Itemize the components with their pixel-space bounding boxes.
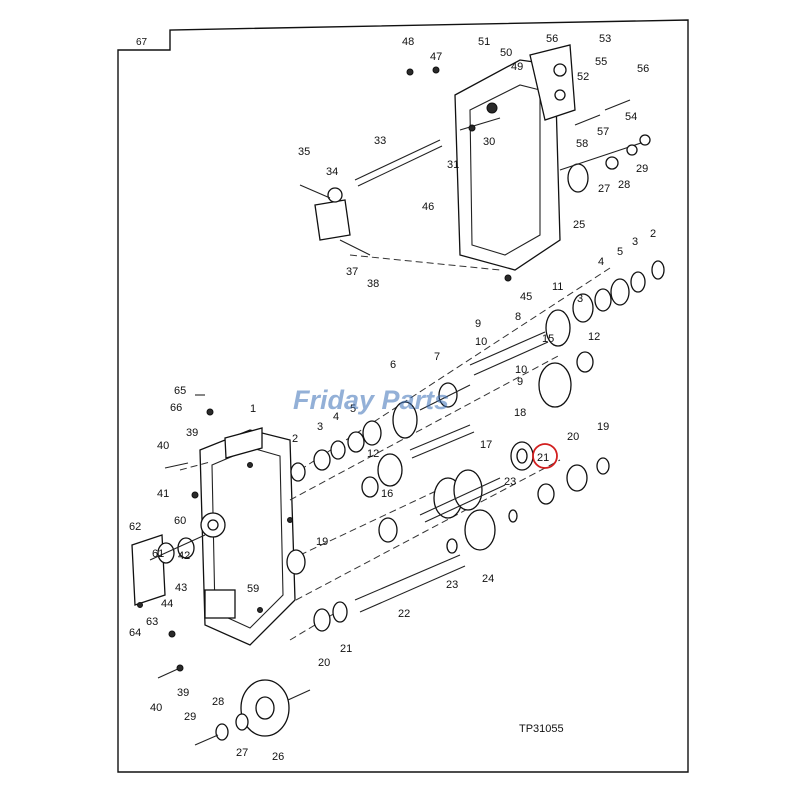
upper-housing <box>454 44 576 271</box>
callout-20-2: 20 <box>318 657 330 669</box>
callout-60: 60 <box>174 515 186 527</box>
callout-56-2: 56 <box>637 63 649 75</box>
callout-22: 22 <box>398 608 410 620</box>
callout-42: 42 <box>178 550 190 562</box>
side-bolts <box>137 66 512 679</box>
page-frame <box>117 19 689 773</box>
callout-44: 44 <box>161 598 173 610</box>
upper-shaft-group <box>299 139 443 256</box>
callout-5-2: 5 <box>617 246 623 258</box>
callout-28-2: 28 <box>212 696 224 708</box>
callout-2-2: 2 <box>650 228 656 240</box>
callout-15: 15 <box>542 333 554 345</box>
callout-12: 12 <box>588 331 600 343</box>
callout-39: 39 <box>186 427 198 439</box>
callout-27-2: 27 <box>236 747 248 759</box>
callout-43: 43 <box>175 582 187 594</box>
callout-24: 24 <box>482 573 494 585</box>
callout-3: 3 <box>317 421 323 433</box>
callout-26: 26 <box>272 751 284 763</box>
bottom-flange <box>194 679 311 746</box>
callout-38: 38 <box>367 278 379 290</box>
callout-7: 7 <box>434 351 440 363</box>
callout-50: 50 <box>500 47 512 59</box>
callout-64: 64 <box>129 627 141 639</box>
callout-34: 34 <box>326 166 338 178</box>
callout-19-2: 19 <box>316 536 328 548</box>
callout-29: 29 <box>636 163 648 175</box>
callout-29-2: 29 <box>184 711 196 723</box>
callout-25: 25 <box>573 219 585 231</box>
callout-40: 40 <box>157 440 169 452</box>
callout-9-2: 9 <box>517 376 523 388</box>
callout-27: 27 <box>598 183 610 195</box>
callout-5: 5 <box>350 403 356 415</box>
left-cover <box>131 534 206 606</box>
callout-65: 65 <box>174 385 186 397</box>
callout-35: 35 <box>298 146 310 158</box>
drawing-number: TP31055 <box>519 723 564 735</box>
callout-66: 66 <box>170 402 182 414</box>
callout-10: 10 <box>475 336 487 348</box>
callout-8: 8 <box>515 311 521 323</box>
callout-18: 18 <box>514 407 526 419</box>
callout-4: 4 <box>333 411 339 423</box>
callout-48: 48 <box>402 36 414 48</box>
callout-20: 20 <box>567 431 579 443</box>
watermark-text: Friday Parts <box>293 385 449 415</box>
callout-30: 30 <box>483 136 495 148</box>
cluster-shaft <box>378 441 610 543</box>
callout-labels: 1223334455678991010111212151617181919202… <box>129 33 656 763</box>
callout-52: 52 <box>577 71 589 83</box>
output-shaft <box>286 509 496 632</box>
callout-4-2: 4 <box>598 256 604 268</box>
callout-12-2: 12 <box>367 448 379 460</box>
callout-56: 56 <box>546 33 558 45</box>
callout-62: 62 <box>129 521 141 533</box>
page-ref-label: 67 <box>136 37 148 48</box>
callout-54: 54 <box>625 111 637 123</box>
callout-23-2: 23 <box>446 579 458 591</box>
case-side-gears <box>290 401 475 498</box>
callout-19: 19 <box>597 421 609 433</box>
upper-right-shaft <box>559 99 651 193</box>
callout-55: 55 <box>595 56 607 68</box>
main-gear-case <box>191 427 296 646</box>
callout-2: 2 <box>292 433 298 445</box>
callout-3-2: 3 <box>632 236 638 248</box>
callout-61: 61 <box>152 548 164 560</box>
callout-3-3: 3 <box>577 293 583 305</box>
callout-39-2: 39 <box>177 687 189 699</box>
callout-33: 33 <box>374 135 386 147</box>
callout-6: 6 <box>390 359 396 371</box>
callout-21-2: 21 <box>340 643 352 655</box>
callout-31: 31 <box>447 159 459 171</box>
callout-16: 16 <box>381 488 393 500</box>
callout-53: 53 <box>599 33 611 45</box>
callout-45: 45 <box>520 291 532 303</box>
callout-49: 49 <box>511 61 523 73</box>
callout-63: 63 <box>146 616 158 628</box>
callout-1: 1 <box>250 403 256 415</box>
callout-40-2: 40 <box>150 702 162 714</box>
callout-37: 37 <box>346 266 358 278</box>
callout-9: 9 <box>475 318 481 330</box>
upper-shaft-train <box>419 260 665 411</box>
callout-10-2: 10 <box>515 364 527 376</box>
callout-28: 28 <box>618 179 630 191</box>
callout-58: 58 <box>576 138 588 150</box>
callout-11: 11 <box>552 281 563 293</box>
callout-47: 47 <box>430 51 442 63</box>
highlight-circle <box>532 443 558 469</box>
callout-51: 51 <box>478 36 490 48</box>
callout-59: 59 <box>247 583 259 595</box>
callout-46: 46 <box>422 201 434 213</box>
callout-21: 21 <box>537 452 549 464</box>
callout-23: 23 <box>504 476 516 488</box>
callout-57: 57 <box>597 126 609 138</box>
callout-41: 41 <box>157 488 169 500</box>
callout-17: 17 <box>480 439 492 451</box>
